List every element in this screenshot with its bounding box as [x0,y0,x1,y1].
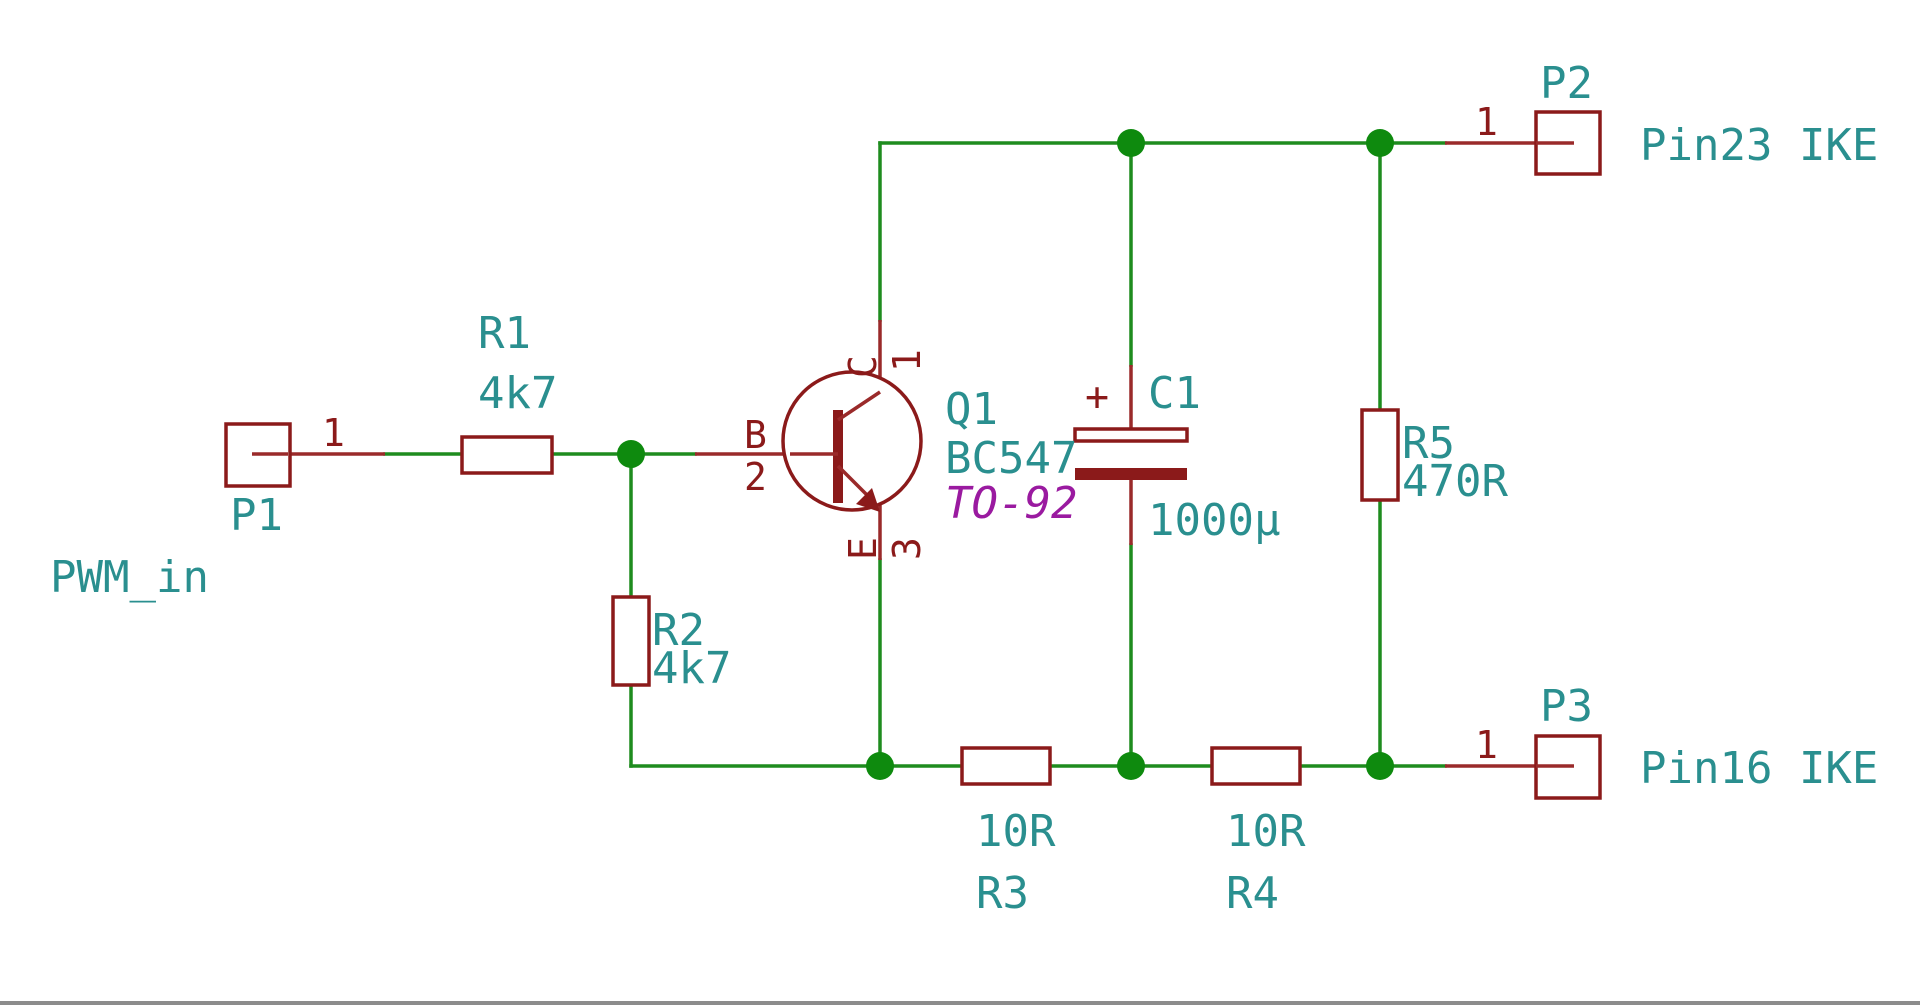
q1-ref-label: Q1 [945,384,998,435]
junction-top-r5 [1366,129,1394,157]
q1-collector-number: 1 [885,349,929,372]
p1-pin-number: 1 [322,411,345,455]
q1-circle [781,370,923,512]
r2-value-label: 4k7 [652,643,731,694]
q1-emitter-number: 3 [885,537,929,560]
r3-ref-label: R3 [976,868,1029,919]
q1-collector-lead [837,390,881,422]
junction-base [617,440,645,468]
junction-top-c1 [1117,129,1145,157]
c1-positive-plate [1073,427,1189,443]
r5-value-label: 470R [1402,456,1508,507]
r4-ref-label: R4 [1226,868,1279,919]
resistor-r1[interactable] [460,435,554,475]
p2-net-label: Pin23 IKE [1640,120,1878,171]
connector-p3[interactable] [1534,734,1602,800]
junctions [617,129,1394,780]
p1-ref-label: P1 [230,490,283,541]
connector-p2[interactable] [1534,110,1602,176]
r2-ref-label: R2 [652,605,705,656]
c1-negative-plate [1075,468,1187,480]
p3-net-label: Pin16 IKE [1640,743,1878,794]
p2-ref-label: P2 [1540,58,1593,109]
capacitor-c1[interactable] [1073,427,1189,480]
connector-p1[interactable] [224,422,292,488]
resistor-r2[interactable] [611,595,651,687]
c1-plus-mark: + [1085,374,1109,420]
q1-value-label: BC547 [945,433,1077,484]
p1-net-label: PWM_in [50,552,209,603]
resistor-r4[interactable] [1210,746,1302,786]
r1-value-label: 4k7 [478,368,557,419]
transistor-q1[interactable] [781,370,923,512]
r1-ref-label: R1 [478,308,531,359]
resistor-r3[interactable] [960,746,1052,786]
q1-emitter-arrow [856,488,880,512]
p2-pin-number: 1 [1475,100,1498,144]
q1-emitter-letter: E [841,537,885,560]
resistor-r5[interactable] [1360,408,1400,502]
c1-value-label: 1000µ [1148,495,1280,546]
junction-bottom-c1 [1117,752,1145,780]
q1-collector-letter: C [841,355,885,378]
q1-base-letter: B [744,413,767,457]
q1-package-label: TO-92 [945,478,1077,529]
q1-base-number: 2 [744,455,767,499]
p3-pin-number: 1 [1475,723,1498,767]
p3-ref-label: P3 [1540,681,1593,732]
bottom-divider [0,1001,1920,1005]
junction-bottom-emitter [866,752,894,780]
r3-value-label: 10R [976,806,1056,857]
r4-value-label: 10R [1226,806,1306,857]
r5-ref-label: R5 [1402,418,1455,469]
c1-ref-label: C1 [1148,368,1201,419]
junction-bottom-r5 [1366,752,1394,780]
